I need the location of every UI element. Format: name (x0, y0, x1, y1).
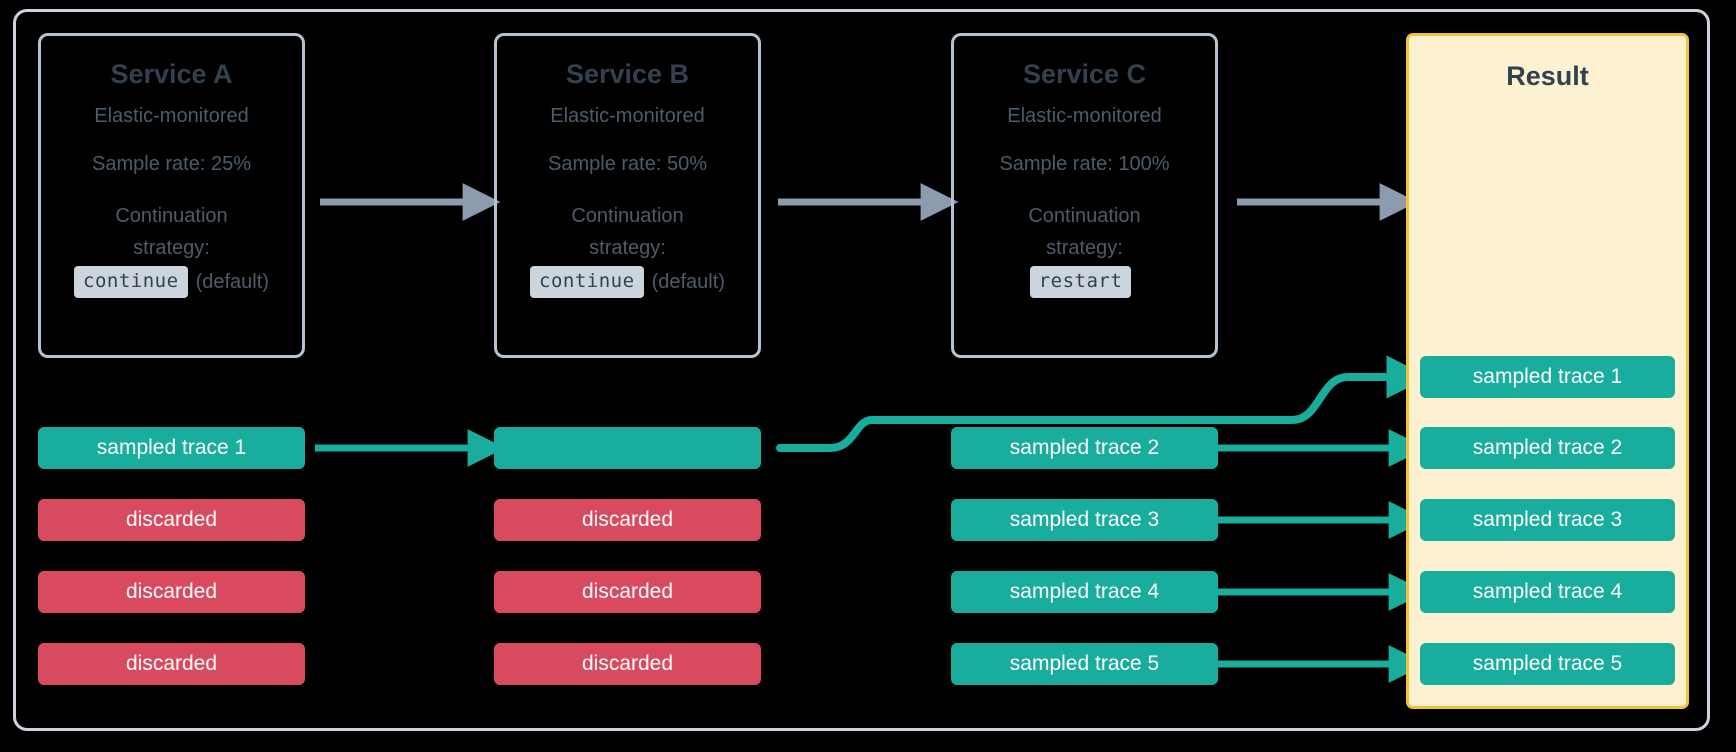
service-b-subtitle: Elastic-monitored (550, 105, 705, 128)
trace-pill-a-3-label: discarded (125, 652, 218, 675)
result-title: Result (1506, 61, 1589, 91)
trace-pill-c-0[interactable]: sampled trace 2 (951, 427, 1218, 469)
result-trace-pill-4[interactable]: sampled trace 5 (1420, 643, 1675, 685)
trace-pill-b-0[interactable] (494, 427, 761, 469)
trace-pill-b-3-label: discarded (581, 652, 674, 675)
trace-pill-b-1[interactable]: discarded (494, 499, 761, 541)
service-b-strategy-label-line1: Continuation (571, 205, 684, 228)
service-a-strategy-label-line1: Continuation (115, 205, 228, 228)
service-box-c[interactable]: Service C Elastic-monitored Sample rate:… (951, 33, 1218, 358)
trace-pill-b-2-label: discarded (581, 580, 674, 603)
service-c-strategy-row: restart (954, 266, 1215, 299)
trace-pill-a-1[interactable]: discarded (38, 499, 305, 541)
service-c-strategy-value: restart (1029, 266, 1132, 299)
result-trace-pill-1-label: sampled trace 2 (1472, 436, 1623, 459)
trace-pill-c-2[interactable]: sampled trace 4 (951, 571, 1218, 613)
result-trace-pill-0-label: sampled trace 1 (1472, 365, 1623, 388)
result-trace-pill-0[interactable]: sampled trace 1 (1420, 356, 1675, 398)
service-a-strategy-value: continue (74, 266, 188, 299)
trace-pill-b-3[interactable]: discarded (494, 643, 761, 685)
trace-pill-c-1-label: sampled trace 3 (1009, 508, 1160, 531)
service-c-subtitle: Elastic-monitored (1007, 105, 1162, 128)
service-box-a[interactable]: Service A Elastic-monitored Sample rate:… (38, 33, 305, 358)
service-a-strategy-label-line2: strategy: (133, 237, 210, 260)
trace-pill-c-0-label: sampled trace 2 (1009, 436, 1160, 459)
result-trace-pill-1[interactable]: sampled trace 2 (1420, 427, 1675, 469)
trace-pill-a-0-label: sampled trace 1 (96, 436, 247, 459)
service-b-strategy-label-line2: strategy: (589, 237, 666, 260)
result-trace-pill-2-label: sampled trace 3 (1472, 508, 1623, 531)
diagram-outer-frame (13, 9, 1710, 731)
trace-pill-b-2[interactable]: discarded (494, 571, 761, 613)
service-c-sample-rate: Sample rate: 100% (999, 153, 1170, 176)
service-a-sample-rate: Sample rate: 25% (92, 153, 251, 176)
service-c-strategy-label-line1: Continuation (1028, 205, 1141, 228)
service-c-title: Service C (1022, 59, 1147, 89)
service-b-title: Service B (565, 59, 690, 89)
service-c-strategy-label-line2: strategy: (1046, 237, 1123, 260)
trace-pill-a-0[interactable]: sampled trace 1 (38, 427, 305, 469)
service-b-strategy-value: continue (530, 266, 644, 299)
result-trace-pill-3-label: sampled trace 4 (1472, 580, 1623, 603)
service-a-strategy-row: continue (default) (41, 266, 302, 299)
service-b-strategy-note: (default) (651, 271, 725, 294)
trace-pill-a-3[interactable]: discarded (38, 643, 305, 685)
trace-pill-c-3[interactable]: sampled trace 5 (951, 643, 1218, 685)
trace-pill-c-3-label: sampled trace 5 (1009, 652, 1160, 675)
result-trace-pill-2[interactable]: sampled trace 3 (1420, 499, 1675, 541)
trace-pill-c-1[interactable]: sampled trace 3 (951, 499, 1218, 541)
trace-pill-a-2[interactable]: discarded (38, 571, 305, 613)
service-box-b[interactable]: Service B Elastic-monitored Sample rate:… (494, 33, 761, 358)
trace-pill-c-2-label: sampled trace 4 (1009, 580, 1160, 603)
result-trace-pill-3[interactable]: sampled trace 4 (1420, 571, 1675, 613)
trace-pill-a-1-label: discarded (125, 508, 218, 531)
trace-pill-b-1-label: discarded (581, 508, 674, 531)
trace-pill-a-2-label: discarded (125, 580, 218, 603)
service-a-title: Service A (110, 59, 233, 89)
service-b-strategy-row: continue (default) (497, 266, 758, 299)
result-trace-pill-4-label: sampled trace 5 (1472, 652, 1623, 675)
service-b-sample-rate: Sample rate: 50% (548, 153, 707, 176)
service-a-subtitle: Elastic-monitored (94, 105, 249, 128)
service-a-strategy-note: (default) (195, 271, 269, 294)
